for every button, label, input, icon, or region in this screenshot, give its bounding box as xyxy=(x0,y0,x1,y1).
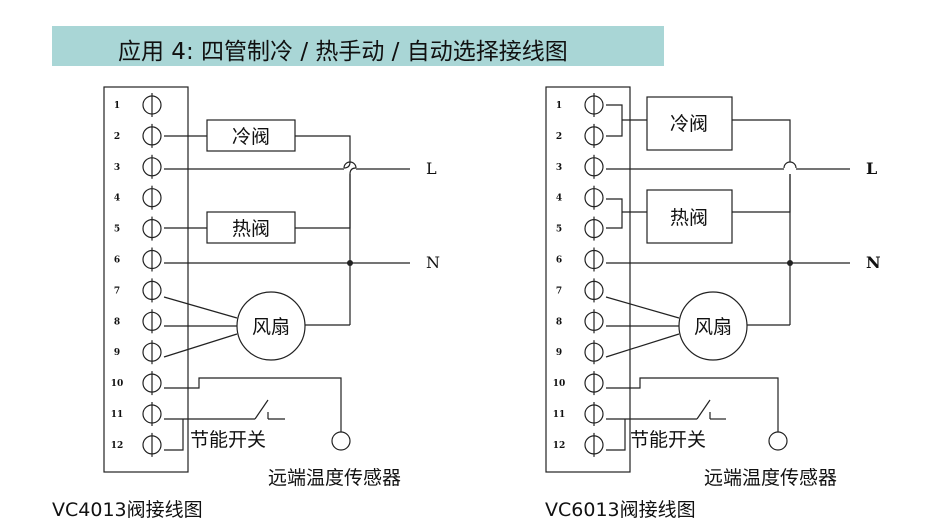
hot-valve-box xyxy=(206,211,296,244)
terminal-number: 2 xyxy=(114,132,120,142)
terminal-number: 1 xyxy=(556,101,562,111)
terminal-number: 3 xyxy=(556,163,562,173)
hot-valve-label: 热阀 xyxy=(232,218,270,240)
switch-contact xyxy=(696,399,711,420)
terminal-number: 3 xyxy=(114,163,120,173)
fan-label: 风扇 xyxy=(694,316,732,338)
terminal-number: 8 xyxy=(114,317,120,327)
terminal-number: 8 xyxy=(556,317,562,327)
terminal-number: 12 xyxy=(553,441,566,451)
terminal-number: 11 xyxy=(553,410,566,420)
sensor-label: 远端温度传感器 xyxy=(268,467,401,489)
cold-valve-box xyxy=(646,96,733,151)
sensor-circle xyxy=(768,431,788,451)
cold-valve-label: 冷阀 xyxy=(670,113,708,135)
switch-label: 节能开关 xyxy=(630,429,706,451)
terminal-number: 9 xyxy=(556,348,562,358)
fan-circle xyxy=(236,291,306,361)
terminal-number: 10 xyxy=(111,379,124,389)
title-bar xyxy=(52,26,664,66)
terminal-number: 2 xyxy=(556,132,562,142)
terminal-number: 4 xyxy=(556,194,562,204)
sensor-label: 远端温度传感器 xyxy=(704,467,837,489)
switch-label: 节能开关 xyxy=(190,429,266,451)
cold-valve-box xyxy=(206,119,296,152)
terminal-number: 7 xyxy=(114,286,120,296)
terminal-number: 1 xyxy=(114,101,120,111)
line-l-label: L xyxy=(866,159,877,178)
page-title: 应用 4: 四管制冷 / 热手动 / 自动选择接线图 xyxy=(118,39,568,65)
terminal-number: 5 xyxy=(556,225,562,235)
diagram-caption: VC4013阀接线图 xyxy=(52,499,203,521)
line-l-label: L xyxy=(426,159,437,178)
line-n-label: N xyxy=(426,253,440,272)
hot-valve-box xyxy=(646,189,733,244)
terminal-number: 9 xyxy=(114,348,120,358)
fan-circle xyxy=(678,291,748,361)
switch-contact xyxy=(254,399,269,420)
terminal-number: 10 xyxy=(553,379,566,389)
sensor-circle xyxy=(331,431,351,451)
cold-valve-label: 冷阀 xyxy=(232,126,270,148)
terminal-number: 6 xyxy=(114,256,120,266)
terminal-number: 11 xyxy=(111,410,124,420)
terminal-number: 5 xyxy=(114,225,120,235)
terminal-number: 12 xyxy=(111,441,124,451)
terminal-number: 7 xyxy=(556,286,562,296)
hot-valve-label: 热阀 xyxy=(670,207,708,229)
fan-label: 风扇 xyxy=(252,316,290,338)
terminal-number: 6 xyxy=(556,256,562,266)
terminal-number: 4 xyxy=(114,194,120,204)
diagram-caption: VC6013阀接线图 xyxy=(545,499,696,521)
line-n-label: N xyxy=(866,253,881,272)
